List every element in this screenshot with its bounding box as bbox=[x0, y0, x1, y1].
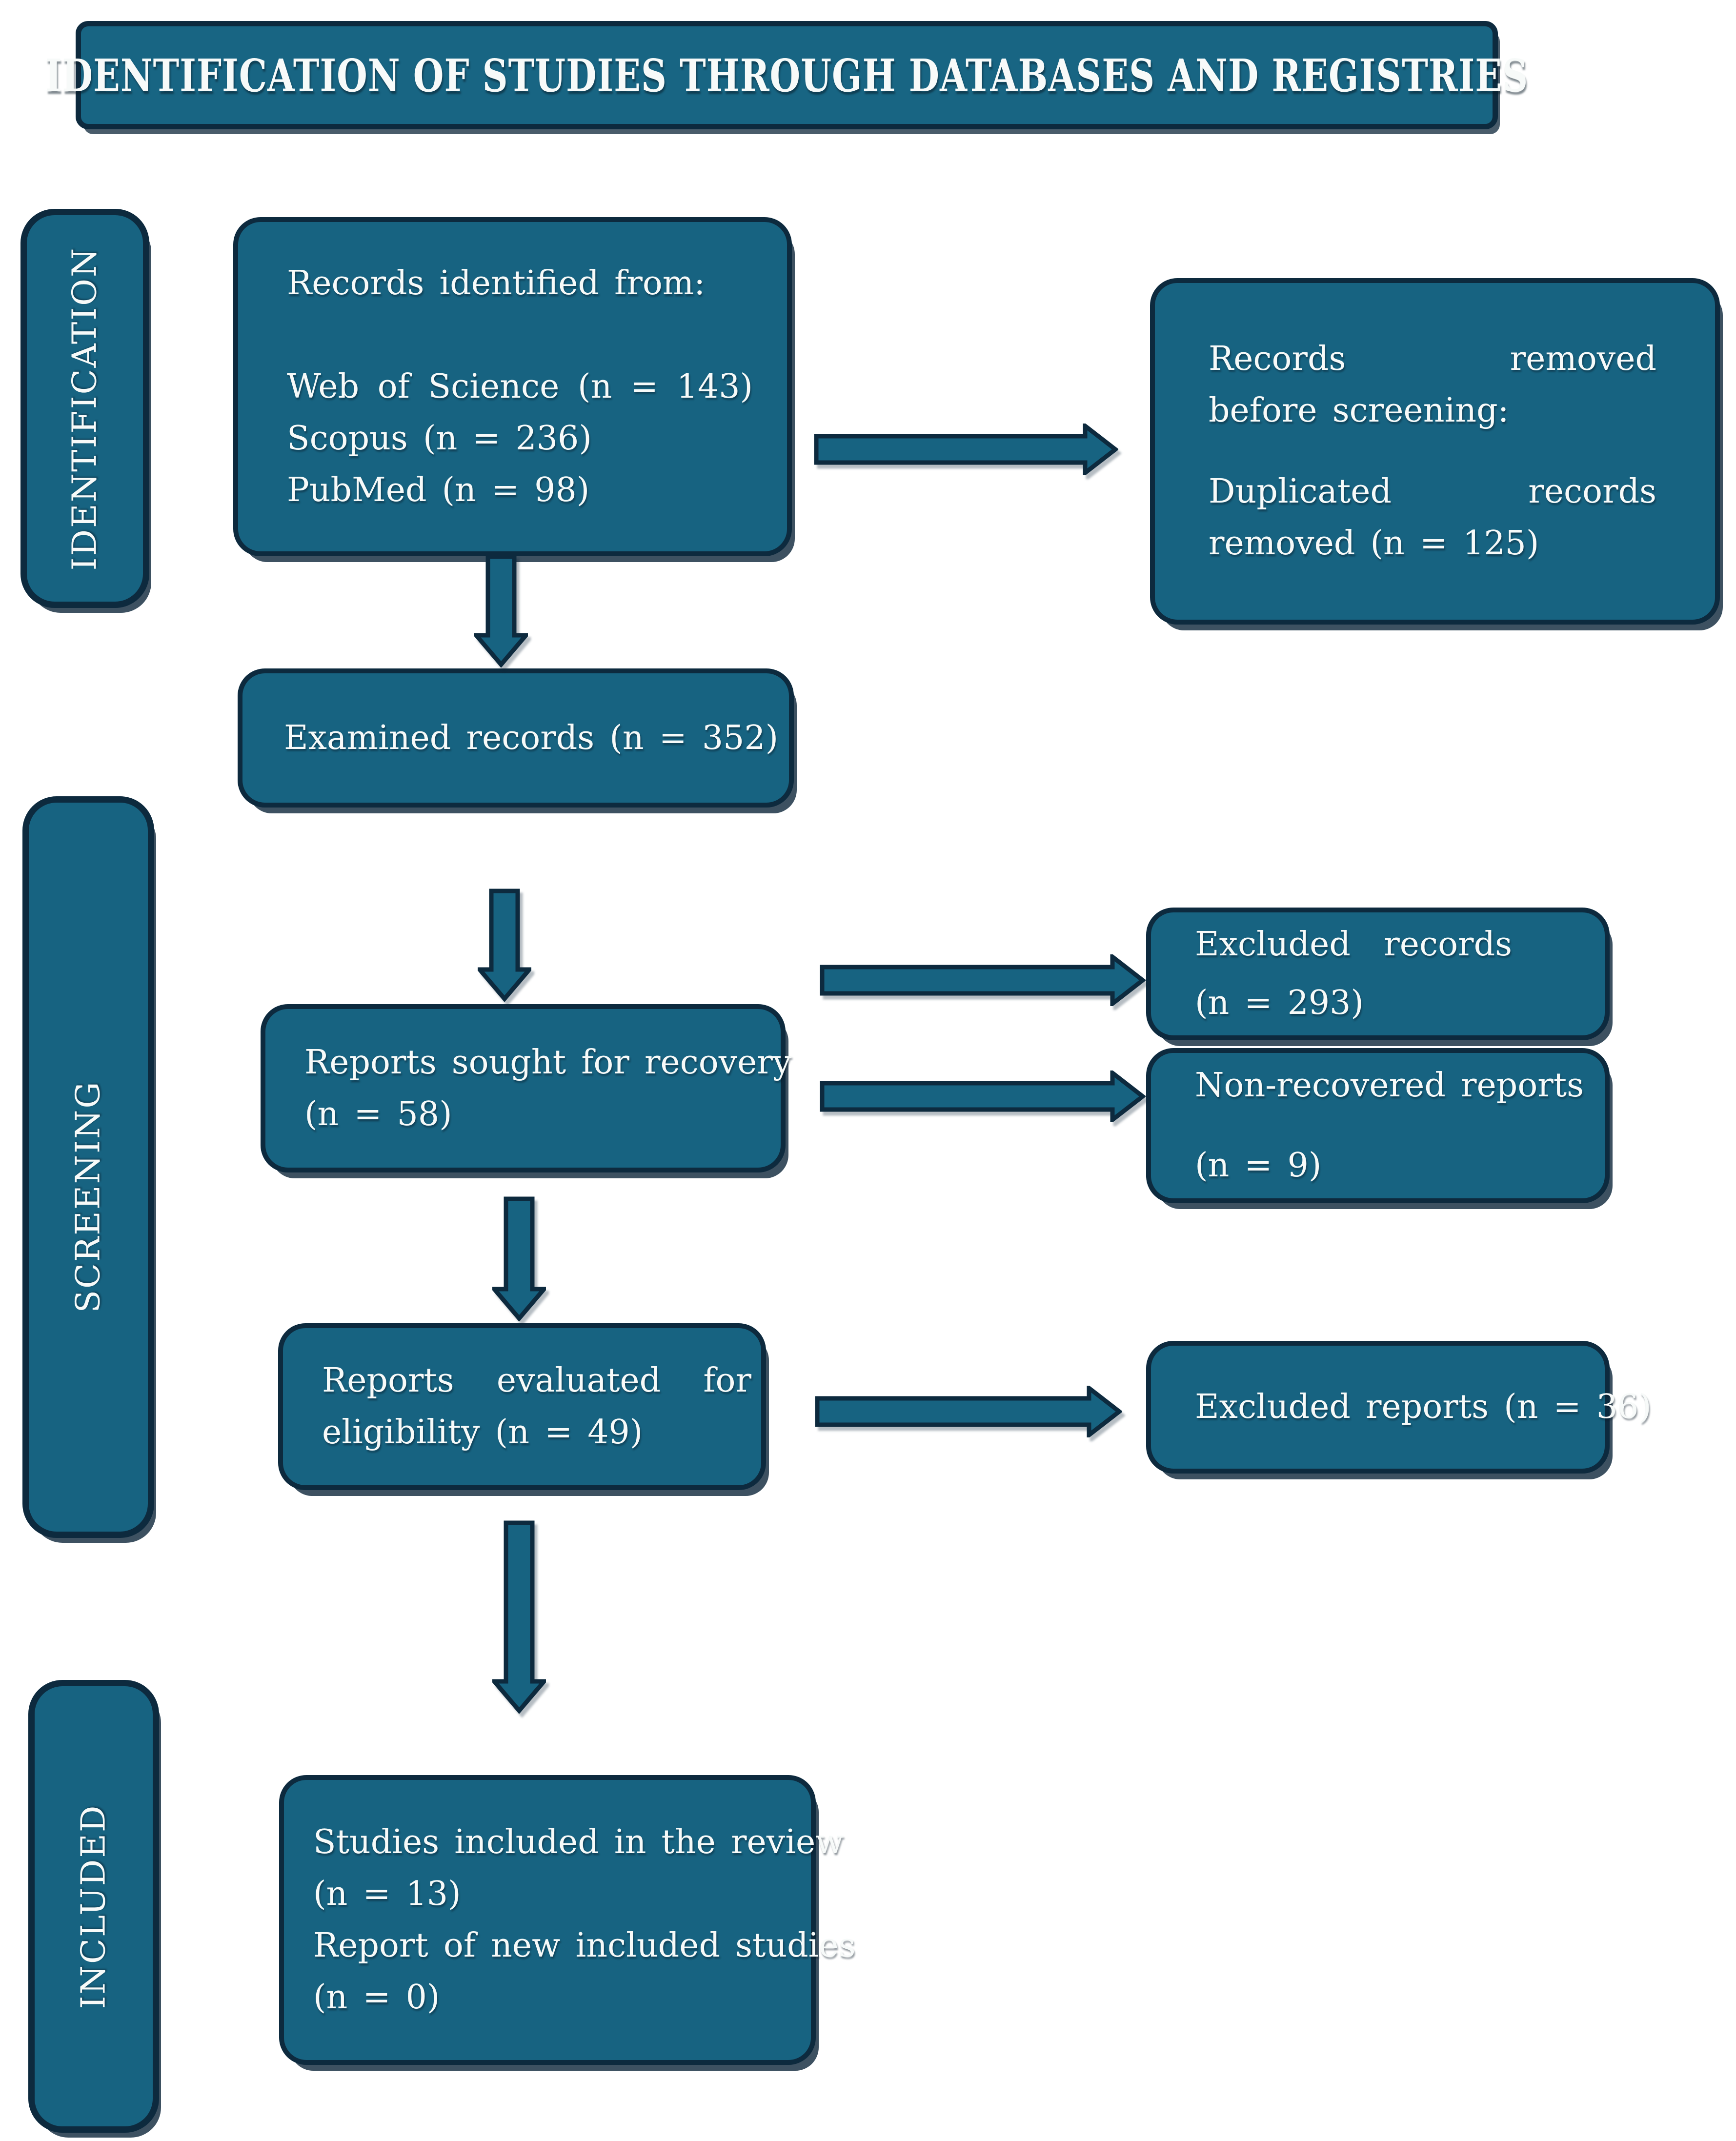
node-text-line: (n = 293) bbox=[1195, 984, 1364, 1022]
arrow-right-icon bbox=[814, 424, 1118, 475]
node-text-line bbox=[1195, 1111, 1585, 1140]
node-text-line: before screening: bbox=[1209, 391, 1509, 430]
node-text-line: Records identified from: bbox=[287, 263, 706, 303]
node-text-line: PubMed (n = 98) bbox=[287, 470, 590, 509]
node-text-line: Web of Science (n = 143) bbox=[287, 367, 753, 406]
arrow-right-icon bbox=[820, 1070, 1146, 1122]
node-text-line bbox=[287, 309, 753, 361]
node-text-line: (n = 58) bbox=[304, 1094, 452, 1133]
node-studies-included: Studies included in the review (n = 13) … bbox=[279, 1775, 856, 2065]
arrow-down-icon bbox=[478, 889, 531, 1002]
node-excluded-reports: Excluded reports (n = 36) bbox=[1146, 1341, 1652, 1474]
node-text-line: (n = 9) bbox=[1195, 1146, 1322, 1185]
node-text-line: Duplicated records bbox=[1209, 472, 1656, 511]
node-text-line: Report of new included studies bbox=[313, 1926, 856, 1965]
arrow-down-icon bbox=[474, 554, 528, 667]
node-reports-evaluated: Reports evaluated for eligibility (n = 4… bbox=[278, 1323, 766, 1490]
arrow-down-icon bbox=[492, 1520, 546, 1714]
node-text-line: removed (n = 125) bbox=[1209, 524, 1539, 563]
stage-label-identification-text: IDENTIFICATION bbox=[65, 246, 104, 570]
stage-label-screening: SCREENING bbox=[22, 796, 154, 1538]
stage-label-identification: IDENTIFICATION bbox=[20, 209, 149, 608]
node-text-line: Studies included in the review bbox=[313, 1823, 844, 1861]
title-banner: IDENTIFICATION OF STUDIES THROUGH DATABA… bbox=[45, 21, 1528, 129]
node-text-line: (n = 0) bbox=[313, 1978, 440, 2017]
node-text-line: (n = 13) bbox=[313, 1875, 461, 1913]
node-examined-records: Examined records (n = 352) bbox=[238, 668, 794, 808]
node-text-line: Records removed bbox=[1209, 340, 1656, 378]
node-excluded-records: Excluded records (n = 293) bbox=[1146, 908, 1610, 1040]
stage-label-screening-text: SCREENING bbox=[69, 1080, 108, 1313]
node-text-line: Scopus (n = 236) bbox=[287, 419, 592, 458]
node-text-line: Non-recovered reports bbox=[1195, 1066, 1584, 1105]
node-text-line: Excluded reports (n = 36) bbox=[1195, 1388, 1652, 1426]
node-reports-sought: Reports sought for recovery (n = 58) bbox=[261, 1004, 792, 1172]
arrow-down-icon bbox=[492, 1196, 546, 1321]
node-records-identified: Records identified from: Web of Science … bbox=[233, 217, 792, 556]
node-text-line: Excluded records bbox=[1195, 925, 1512, 964]
node-text-line: Reports evaluated for bbox=[322, 1361, 751, 1400]
node-text-line: Reports sought for recovery bbox=[304, 1043, 792, 1082]
stage-label-included: INCLUDED bbox=[28, 1680, 159, 2133]
node-text-line: Examined records (n = 352) bbox=[284, 718, 779, 757]
node-records-removed: Records removed before screening: Duplic… bbox=[1150, 278, 1720, 625]
arrow-right-icon bbox=[815, 1386, 1122, 1437]
arrow-right-icon bbox=[820, 954, 1146, 1006]
stage-label-included-text: INCLUDED bbox=[74, 1804, 113, 2009]
diagram-title: IDENTIFICATION OF STUDIES THROUGH DATABA… bbox=[45, 48, 1529, 102]
node-non-recovered-reports: Non-recovered reports (n = 9) bbox=[1146, 1048, 1610, 1203]
node-text-line bbox=[1209, 437, 1656, 466]
node-text-line: eligibility (n = 49) bbox=[322, 1413, 643, 1452]
